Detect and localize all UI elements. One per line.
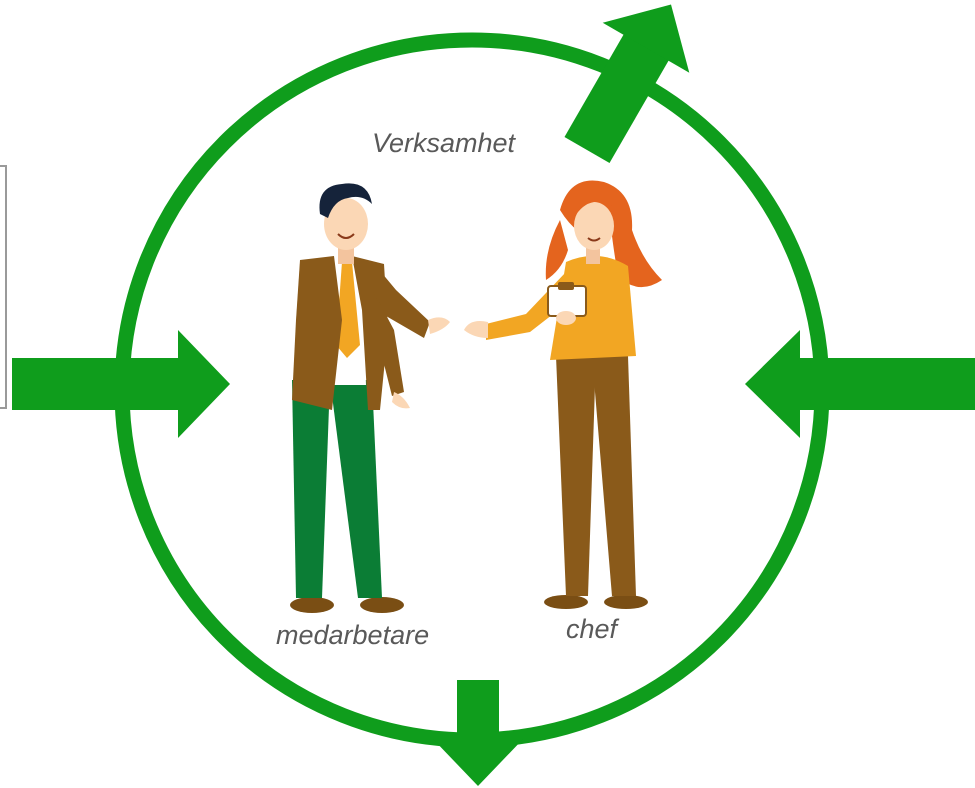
side-bracket xyxy=(0,165,7,409)
arrow-in-left-icon xyxy=(12,330,230,438)
organization-label: Verksamhet xyxy=(372,128,516,158)
manager-label: chef xyxy=(566,614,618,644)
arrow-out-top-icon xyxy=(564,4,690,163)
arrow-out-bottom-icon xyxy=(432,680,524,786)
arrow-in-right-icon xyxy=(745,330,975,438)
woman-manager-figure xyxy=(464,180,662,609)
employee-label: medarbetare xyxy=(276,620,430,650)
man-employee-figure xyxy=(290,183,450,613)
